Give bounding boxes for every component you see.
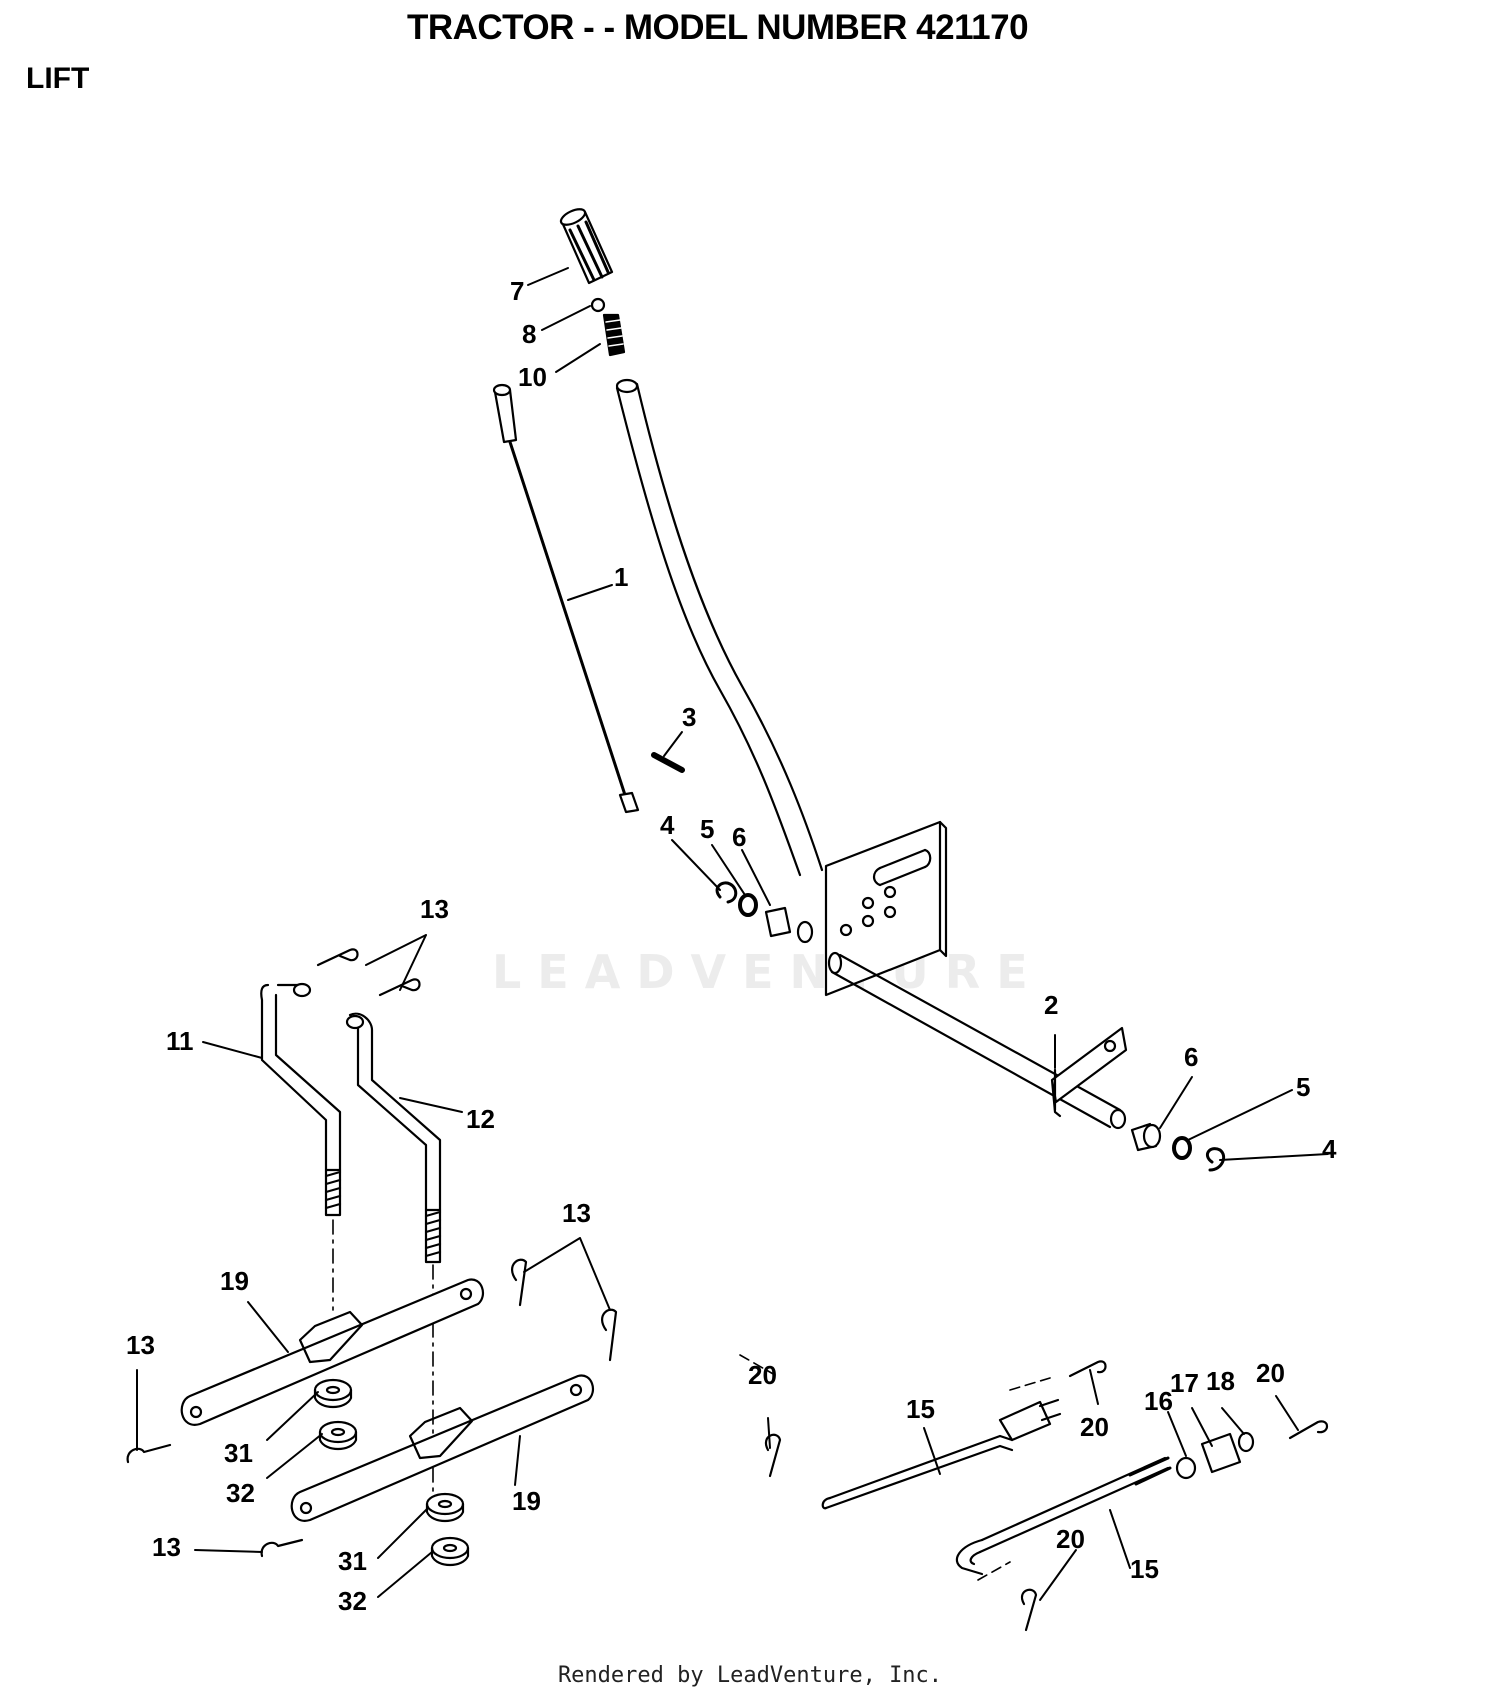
callout-13: 13: [126, 1330, 155, 1360]
callout-7: 7: [510, 276, 524, 306]
callout-4: 4: [660, 810, 675, 840]
pin-part: [651, 752, 685, 773]
callout-16: 16: [1144, 1386, 1173, 1416]
callout-labels: 7 8 10 1 3 4 5 6 13 11 12 2 6 5 4 13 19 …: [126, 276, 1337, 1616]
lift-handle-shaft-part: [615, 378, 1128, 1130]
lift-link-part: [345, 1012, 442, 1264]
hairpin-cotter-part: [126, 948, 618, 1558]
callout-12: 12: [466, 1104, 495, 1134]
lift-link-part: [260, 982, 342, 1217]
lift-arm-part: [180, 1278, 485, 1426]
callout-5: 5: [700, 814, 714, 844]
callout-19: 19: [220, 1266, 249, 1296]
callout-20: 20: [1080, 1412, 1109, 1442]
right-retainer-hardware: [1130, 1122, 1226, 1172]
callout-1: 1: [614, 562, 628, 592]
leader-lines: [136, 267, 1329, 1601]
callout-18: 18: [1206, 1366, 1235, 1396]
callout-32: 32: [338, 1586, 367, 1616]
callout-13: 13: [152, 1532, 181, 1562]
callout-19: 19: [512, 1486, 541, 1516]
lift-rod-part: [492, 383, 640, 814]
callout-6: 6: [732, 822, 746, 852]
callout-13: 13: [562, 1198, 591, 1228]
detent-ball-part: [590, 297, 606, 313]
callout-20: 20: [1056, 1524, 1085, 1554]
callout-15: 15: [906, 1394, 935, 1424]
callout-32: 32: [226, 1478, 255, 1508]
adjustment-rod-part: [955, 1456, 1172, 1576]
left-retainer-hardware: [715, 881, 814, 944]
footer-credit: Rendered by LeadVenture, Inc.: [557, 1663, 943, 1688]
nut-part: [430, 1536, 470, 1567]
adjuster-hardware: [1175, 1431, 1255, 1480]
callout-6: 6: [1184, 1042, 1198, 1072]
callout-31: 31: [338, 1546, 367, 1576]
section-title: LIFT: [26, 62, 90, 95]
callout-13: 13: [420, 894, 449, 924]
callout-15: 15: [1130, 1554, 1159, 1584]
adjustment-rod-part: [821, 1398, 1062, 1510]
callout-5: 5: [1296, 1072, 1310, 1102]
callout-10: 10: [518, 362, 547, 392]
callout-2: 2: [1044, 990, 1058, 1020]
handle-grip-part: [559, 208, 614, 285]
callout-11: 11: [166, 1026, 194, 1056]
callout-31: 31: [224, 1438, 253, 1468]
callout-20: 20: [748, 1360, 777, 1390]
callout-17: 17: [1170, 1368, 1199, 1398]
page-title: TRACTOR - - MODEL NUMBER 421170: [406, 8, 1029, 47]
bushing-part: [313, 1378, 353, 1409]
spring-part: [602, 313, 626, 357]
watermark: LEADVENTURE: [492, 945, 1044, 999]
callout-4: 4: [1322, 1134, 1337, 1164]
callout-20: 20: [1256, 1358, 1285, 1388]
nut-part: [318, 1420, 358, 1451]
callout-3: 3: [682, 702, 696, 732]
bushing-part: [425, 1492, 465, 1523]
lift-arm-part: [290, 1374, 595, 1522]
clip-part: [765, 1360, 1329, 1632]
callout-8: 8: [522, 319, 536, 349]
